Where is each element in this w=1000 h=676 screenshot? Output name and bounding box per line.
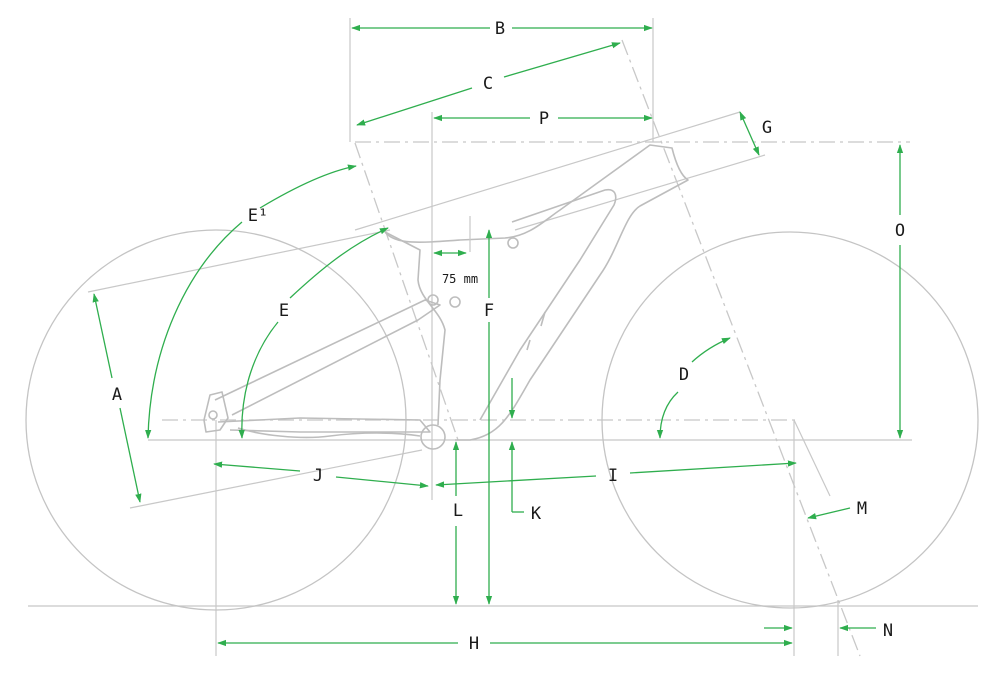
dim-J-left bbox=[213, 461, 301, 472]
top-tube bbox=[384, 144, 689, 441]
label-I: I bbox=[608, 466, 618, 486]
dim-E-bottom bbox=[238, 321, 279, 439]
dim-C-left bbox=[356, 87, 473, 126]
label-75mm: 75 mm bbox=[442, 272, 478, 286]
dim-D-bottom bbox=[656, 391, 679, 439]
saddle-guide-line bbox=[87, 229, 391, 293]
rocker-pivot-2 bbox=[449, 296, 461, 308]
label-L: L bbox=[453, 501, 463, 521]
label-E: E bbox=[279, 301, 289, 321]
dim-I-right bbox=[629, 460, 797, 474]
dim-A-top bbox=[92, 293, 113, 379]
label-E1: E¹ bbox=[248, 206, 268, 226]
label-K: K bbox=[531, 504, 542, 524]
chainring-stay bbox=[237, 427, 421, 439]
label-M: M bbox=[857, 499, 867, 519]
steering-axis bbox=[621, 39, 861, 657]
fork-offset-line bbox=[793, 419, 831, 497]
rear-axle bbox=[208, 410, 218, 420]
labels: B C P G O E¹ E A 75 mm F D J I L K M H N bbox=[112, 19, 905, 654]
label-F: F bbox=[484, 301, 494, 321]
reference-lines bbox=[28, 18, 978, 657]
dim-A-bottom bbox=[119, 407, 142, 503]
dim-M bbox=[807, 507, 851, 520]
label-G: G bbox=[762, 118, 772, 138]
rear-dropout bbox=[203, 391, 229, 433]
label-H: H bbox=[469, 634, 479, 654]
down-tube-inner bbox=[479, 188, 617, 421]
seat-tube-axis bbox=[354, 142, 459, 441]
lower-guide-line bbox=[129, 449, 423, 509]
label-J: J bbox=[313, 466, 323, 486]
dim-E-top bbox=[289, 227, 389, 299]
dimensions bbox=[92, 24, 904, 647]
bike-frame bbox=[203, 144, 689, 450]
dim-I-left bbox=[435, 475, 597, 488]
label-O: O bbox=[895, 221, 905, 241]
front-wheel bbox=[601, 231, 979, 609]
top-tube-extension bbox=[354, 111, 741, 231]
shock-mount bbox=[507, 237, 519, 249]
seat-stay bbox=[214, 299, 441, 416]
dim-J-right bbox=[335, 476, 429, 489]
label-B: B bbox=[495, 19, 505, 39]
dim-E1-top bbox=[259, 164, 357, 209]
label-C: C bbox=[483, 74, 493, 94]
dim-E1-bottom bbox=[145, 221, 243, 439]
label-P: P bbox=[539, 109, 549, 129]
dim-G bbox=[739, 111, 760, 156]
chain-stay bbox=[217, 417, 431, 433]
dim-D-top bbox=[691, 337, 731, 363]
seat-tube bbox=[384, 231, 446, 426]
cable-guide bbox=[526, 311, 546, 351]
label-N: N bbox=[883, 621, 893, 641]
rocker-pivot-1 bbox=[427, 294, 439, 306]
dim-C-right bbox=[503, 42, 621, 78]
bottom-bracket bbox=[420, 424, 446, 450]
label-A: A bbox=[112, 385, 122, 405]
head-tube-extension bbox=[514, 154, 766, 231]
label-D: D bbox=[679, 365, 689, 385]
